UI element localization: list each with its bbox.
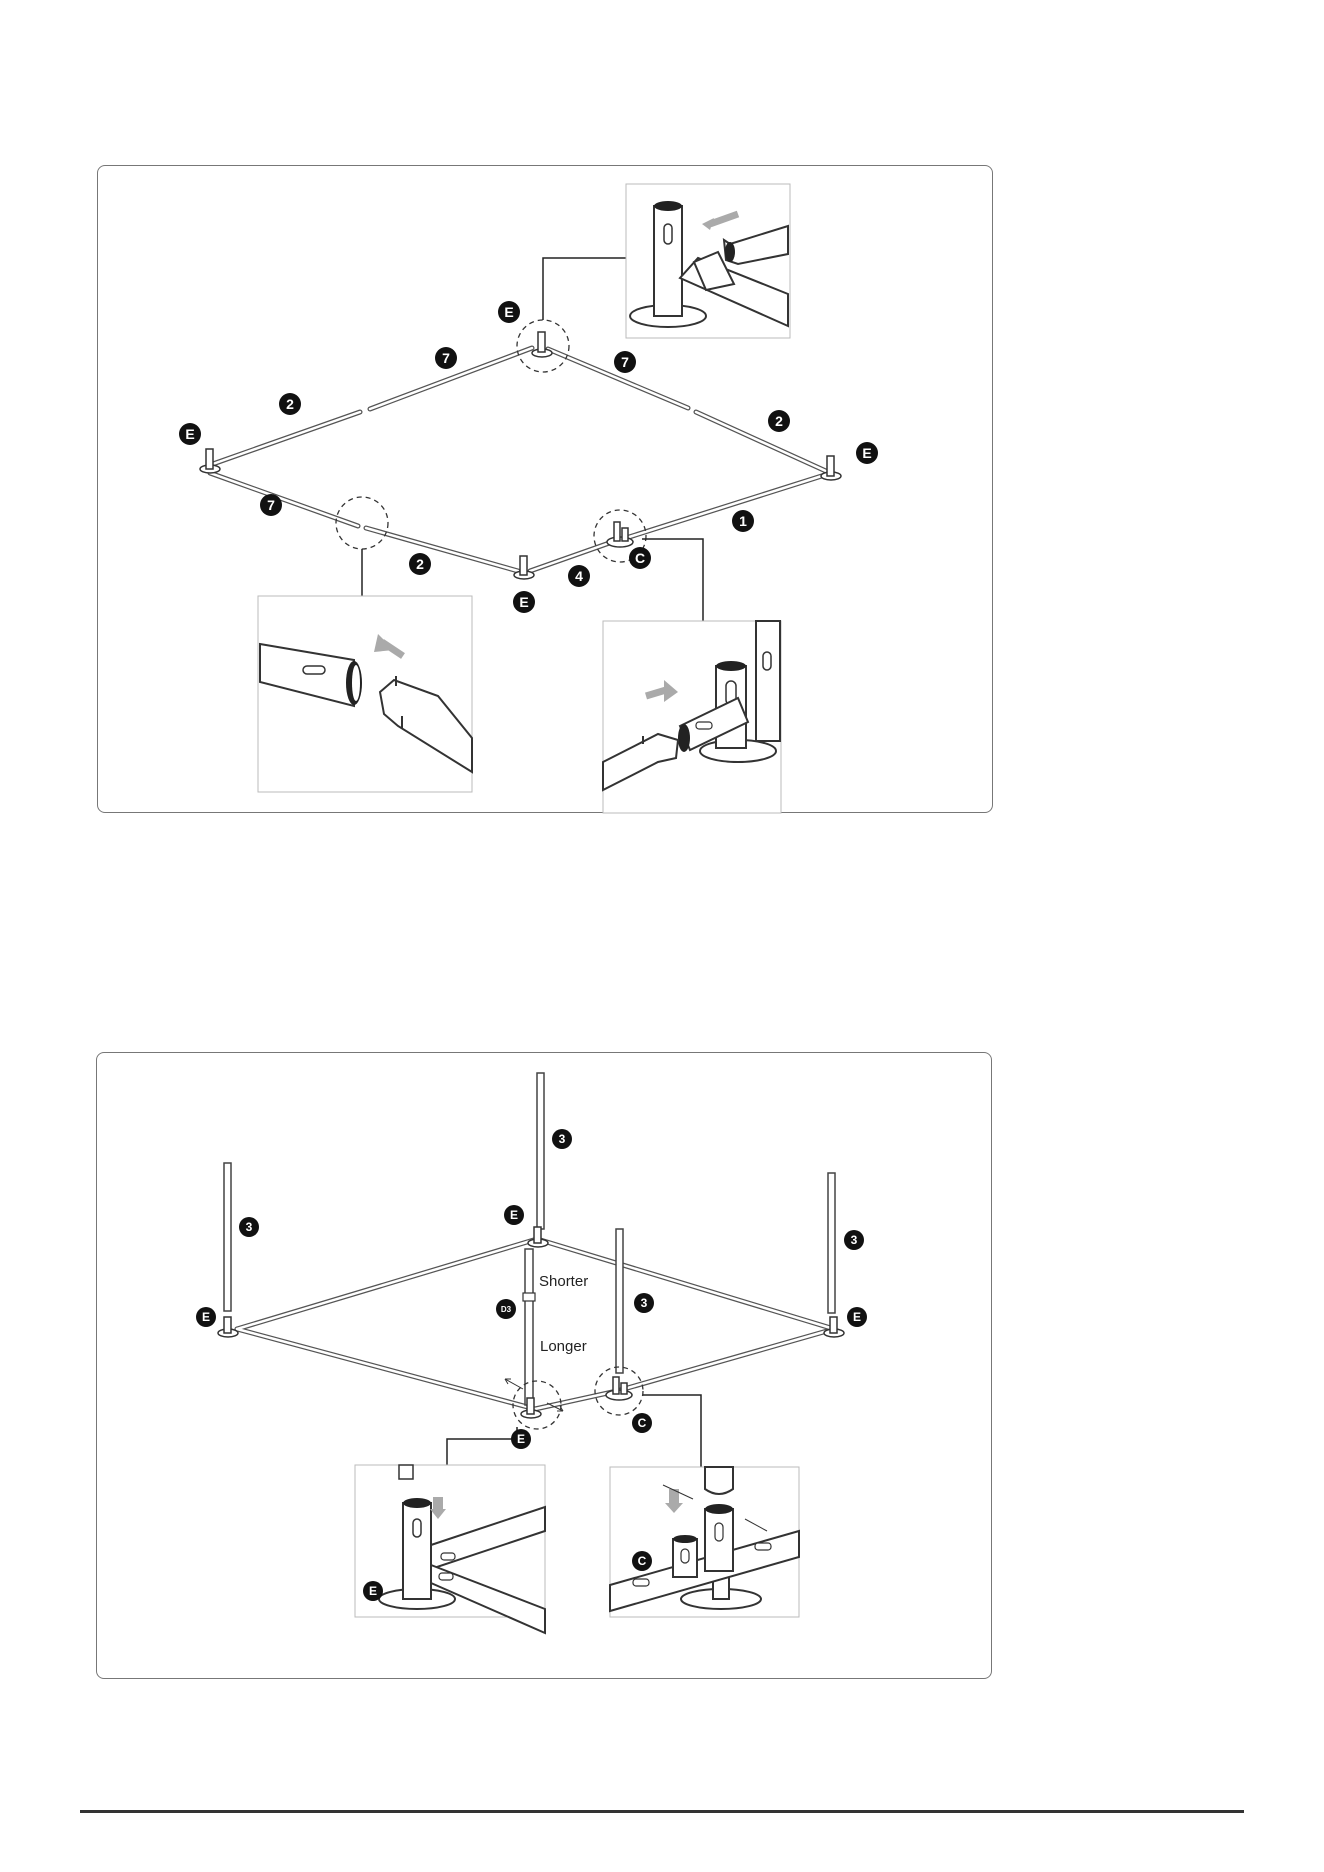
- svg-text:E: E: [853, 1310, 861, 1324]
- svg-text:3: 3: [246, 1220, 253, 1234]
- detail-box-right: [603, 621, 781, 813]
- footer-rule: [80, 1810, 1244, 1813]
- svg-text:C: C: [638, 1416, 647, 1430]
- svg-text:C: C: [638, 1554, 647, 1568]
- part-marker-E-top: E: [498, 301, 520, 323]
- part-marker-E-right: E: [847, 1307, 867, 1327]
- svg-text:E: E: [517, 1432, 525, 1446]
- frame-poles: [237, 1239, 834, 1409]
- part-marker-D3: D3: [496, 1299, 516, 1319]
- part-marker-E-right: E: [856, 442, 878, 464]
- part-marker-7: 7: [614, 351, 636, 373]
- detail-box-C: [610, 1467, 799, 1617]
- step-1-diagram: E 7 7 2 2 E E 7: [98, 166, 994, 814]
- shorter-label: Shorter: [539, 1273, 588, 1290]
- svg-text:7: 7: [267, 497, 275, 513]
- part-marker-E-bottom: E: [513, 591, 535, 613]
- svg-text:2: 2: [416, 556, 424, 572]
- part-marker-3: 3: [239, 1217, 259, 1237]
- part-marker-3: 3: [634, 1293, 654, 1313]
- detail-box-E: [355, 1465, 545, 1633]
- part-marker-4: 4: [568, 565, 590, 587]
- svg-text:1: 1: [739, 513, 747, 529]
- svg-text:3: 3: [559, 1132, 566, 1146]
- part-marker-3: 3: [844, 1230, 864, 1250]
- svg-text:2: 2: [286, 396, 294, 412]
- svg-text:E: E: [510, 1208, 518, 1222]
- detail-box-left: [258, 596, 472, 792]
- part-marker-3: 3: [552, 1129, 572, 1149]
- svg-text:E: E: [185, 426, 194, 442]
- svg-text:E: E: [504, 304, 513, 320]
- longer-label: Longer: [540, 1338, 587, 1355]
- svg-text:7: 7: [621, 354, 629, 370]
- svg-text:7: 7: [442, 350, 450, 366]
- step-2-diagram: Shorter Longer 3 3 3 3 E E E: [97, 1053, 993, 1680]
- part-marker-1: 1: [732, 510, 754, 532]
- svg-text:E: E: [202, 1310, 210, 1324]
- part-marker-2: 2: [768, 410, 790, 432]
- part-marker-C-detail: C: [632, 1551, 652, 1571]
- detail-box-top: [626, 184, 790, 338]
- svg-text:C: C: [635, 550, 645, 566]
- part-marker-C: C: [629, 547, 651, 569]
- part-marker-E-bottom: E: [511, 1429, 531, 1449]
- svg-text:2: 2: [775, 413, 783, 429]
- part-marker-7: 7: [435, 347, 457, 369]
- part-marker-E-left: E: [179, 423, 201, 445]
- corner-feet: [200, 332, 841, 579]
- part-marker-C: C: [632, 1413, 652, 1433]
- svg-text:4: 4: [575, 568, 583, 584]
- step-1-frame-assembly-panel: E 7 7 2 2 E E 7: [97, 165, 993, 813]
- svg-text:E: E: [862, 445, 871, 461]
- part-marker-2: 2: [279, 393, 301, 415]
- part-marker-E-detail: E: [363, 1581, 383, 1601]
- svg-text:3: 3: [641, 1296, 648, 1310]
- leader-lines: [447, 1395, 701, 1467]
- part-marker-E-top: E: [504, 1205, 524, 1225]
- svg-text:3: 3: [851, 1233, 858, 1247]
- svg-text:E: E: [519, 594, 528, 610]
- step-2-upright-poles-panel: Shorter Longer 3 3 3 3 E E E: [96, 1052, 992, 1679]
- svg-text:E: E: [369, 1584, 377, 1598]
- part-marker-7: 7: [260, 494, 282, 516]
- part-marker-2: 2: [409, 553, 431, 575]
- svg-text:D3: D3: [501, 1305, 512, 1314]
- frame-poles: [210, 348, 828, 571]
- part-marker-E-left: E: [196, 1307, 216, 1327]
